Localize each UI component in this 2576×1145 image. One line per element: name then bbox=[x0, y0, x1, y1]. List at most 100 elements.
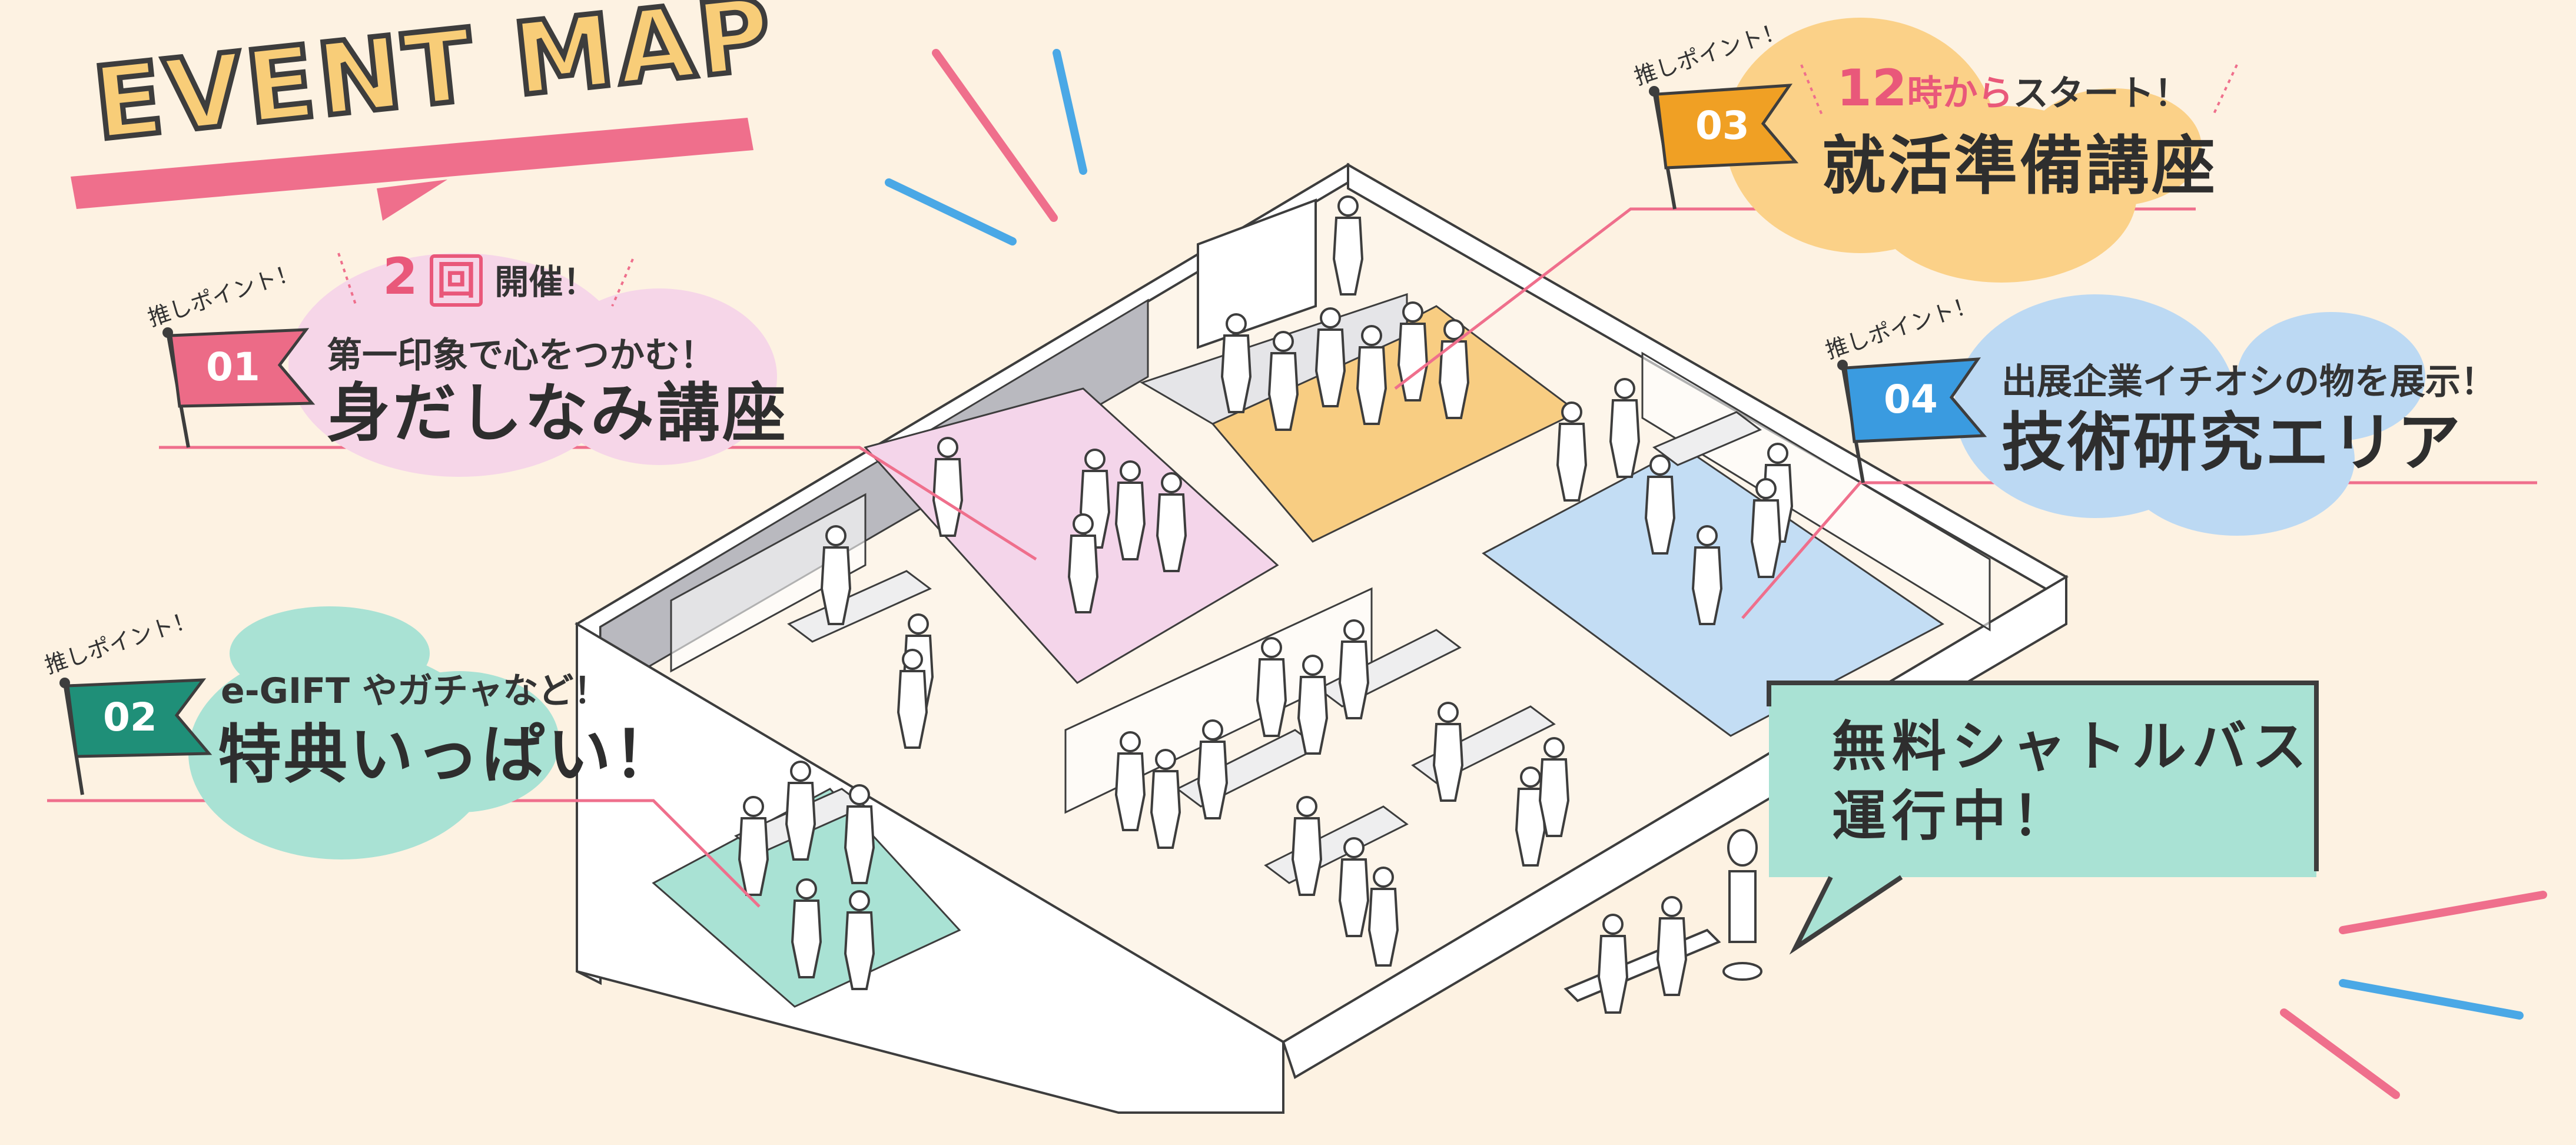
person-head bbox=[1402, 301, 1423, 323]
point-subtitle: e-GIFT やガチャなど！ bbox=[221, 671, 609, 712]
person-head bbox=[1649, 454, 1671, 476]
bubble-01 bbox=[288, 253, 777, 477]
title-block: EVENT MAP bbox=[65, 0, 830, 230]
shuttle-notice: 無料シャトルバス 運行中！ bbox=[1773, 689, 2315, 865]
person-body bbox=[1267, 352, 1299, 431]
person-head bbox=[1261, 637, 1282, 658]
note-highlight: 時から bbox=[1907, 73, 2013, 114]
note-number: 12 bbox=[1837, 59, 1907, 118]
person-body bbox=[1297, 676, 1329, 755]
person-head bbox=[1661, 896, 1682, 917]
person-head bbox=[1273, 331, 1294, 352]
person-body bbox=[1220, 334, 1252, 413]
flag-04 bbox=[1837, 357, 1987, 483]
point-subtitle: 第一印象で心をつかむ！ bbox=[327, 335, 715, 376]
desk bbox=[1652, 411, 1762, 466]
point-title: 技術研究エリア bbox=[2001, 406, 2464, 480]
point-note: 2 回 開催！ bbox=[383, 247, 597, 307]
person-head bbox=[1343, 619, 1365, 640]
person-head bbox=[1543, 737, 1565, 758]
person-body bbox=[1332, 217, 1364, 296]
people-figures bbox=[738, 195, 1794, 1014]
point-subtitle: 出展企業イチオシの物を展示！ bbox=[2001, 361, 2496, 403]
person-head bbox=[1084, 449, 1106, 470]
flag-number: 04 bbox=[1884, 377, 1938, 422]
point-note: 12時からスタート！ bbox=[1837, 59, 2190, 118]
person-head bbox=[1361, 325, 1382, 346]
bubble-03 bbox=[1725, 18, 2202, 283]
burst-line bbox=[2339, 979, 2524, 1020]
sign-stand-head bbox=[1727, 829, 1758, 867]
outer-wall-front bbox=[576, 622, 1284, 1114]
person-head bbox=[1155, 749, 1176, 770]
point-title: 就活準備講座 bbox=[1822, 130, 2218, 203]
person-head bbox=[1614, 378, 1635, 399]
shuttle-line-1: 無料シャトルバス bbox=[1832, 715, 2313, 778]
burst-line bbox=[885, 178, 1017, 245]
person-head bbox=[1320, 307, 1341, 328]
person-head bbox=[1343, 837, 1365, 858]
shuttle-text: 無料シャトルバス 運行中！ bbox=[1832, 712, 2312, 851]
flag-03 bbox=[1649, 84, 1799, 210]
person-body bbox=[1438, 340, 1470, 419]
person-head bbox=[796, 878, 817, 900]
bench bbox=[1563, 928, 1721, 1003]
note-icon-text: 回 bbox=[430, 254, 483, 307]
person-head bbox=[1767, 443, 1788, 464]
person-body bbox=[1397, 323, 1429, 401]
person-head bbox=[1161, 472, 1182, 493]
flag-02 bbox=[59, 678, 213, 795]
person-head bbox=[937, 437, 958, 458]
person-body bbox=[932, 458, 964, 537]
person-head bbox=[1520, 766, 1541, 788]
sign-stand-panel bbox=[1728, 870, 1757, 943]
person-head bbox=[1120, 460, 1141, 482]
person-head bbox=[1755, 478, 1777, 499]
person-body bbox=[1114, 752, 1146, 831]
person-head bbox=[849, 890, 870, 911]
shuttle-line-2: 運行中！ bbox=[1832, 785, 2073, 848]
person-body bbox=[1432, 723, 1464, 802]
person-body bbox=[1538, 758, 1570, 837]
person-body bbox=[1067, 535, 1099, 613]
person-body bbox=[897, 670, 928, 749]
flag-number: 03 bbox=[1695, 103, 1750, 148]
person-body bbox=[1256, 658, 1287, 737]
person-body bbox=[738, 817, 769, 896]
person-head bbox=[849, 784, 870, 805]
person-body bbox=[844, 911, 875, 990]
person-body bbox=[820, 546, 852, 625]
person-body bbox=[1656, 917, 1688, 996]
person-head bbox=[902, 649, 923, 670]
desk bbox=[787, 570, 932, 643]
person-head bbox=[790, 761, 811, 782]
burst-line bbox=[932, 49, 1058, 222]
person-body bbox=[1114, 482, 1146, 560]
flag-number: 01 bbox=[206, 344, 260, 390]
burst-line bbox=[2280, 1008, 2400, 1099]
note-number: 2 bbox=[383, 247, 418, 306]
person-head bbox=[1226, 313, 1247, 334]
person-body bbox=[785, 782, 816, 861]
title-ribbon bbox=[71, 118, 753, 209]
person-body bbox=[1291, 817, 1323, 896]
person-body bbox=[791, 900, 822, 978]
bubble-04 bbox=[1954, 294, 2425, 536]
person-body bbox=[1691, 546, 1723, 625]
person-body bbox=[1338, 858, 1370, 937]
person-body bbox=[1609, 399, 1641, 478]
person-head bbox=[908, 613, 929, 635]
burst-line bbox=[1053, 49, 1087, 175]
person-body bbox=[1150, 770, 1181, 849]
partition-wall bbox=[670, 493, 867, 673]
note-rest: スタート！ bbox=[2013, 73, 2190, 114]
person-head bbox=[1202, 719, 1223, 741]
person-head bbox=[1438, 702, 1459, 723]
person-head bbox=[1561, 401, 1582, 423]
person-body bbox=[844, 805, 875, 884]
note-suffix: 開催！ bbox=[494, 262, 597, 302]
point-title: 特典いっぱい！ bbox=[218, 718, 680, 792]
person-head bbox=[1697, 525, 1718, 546]
